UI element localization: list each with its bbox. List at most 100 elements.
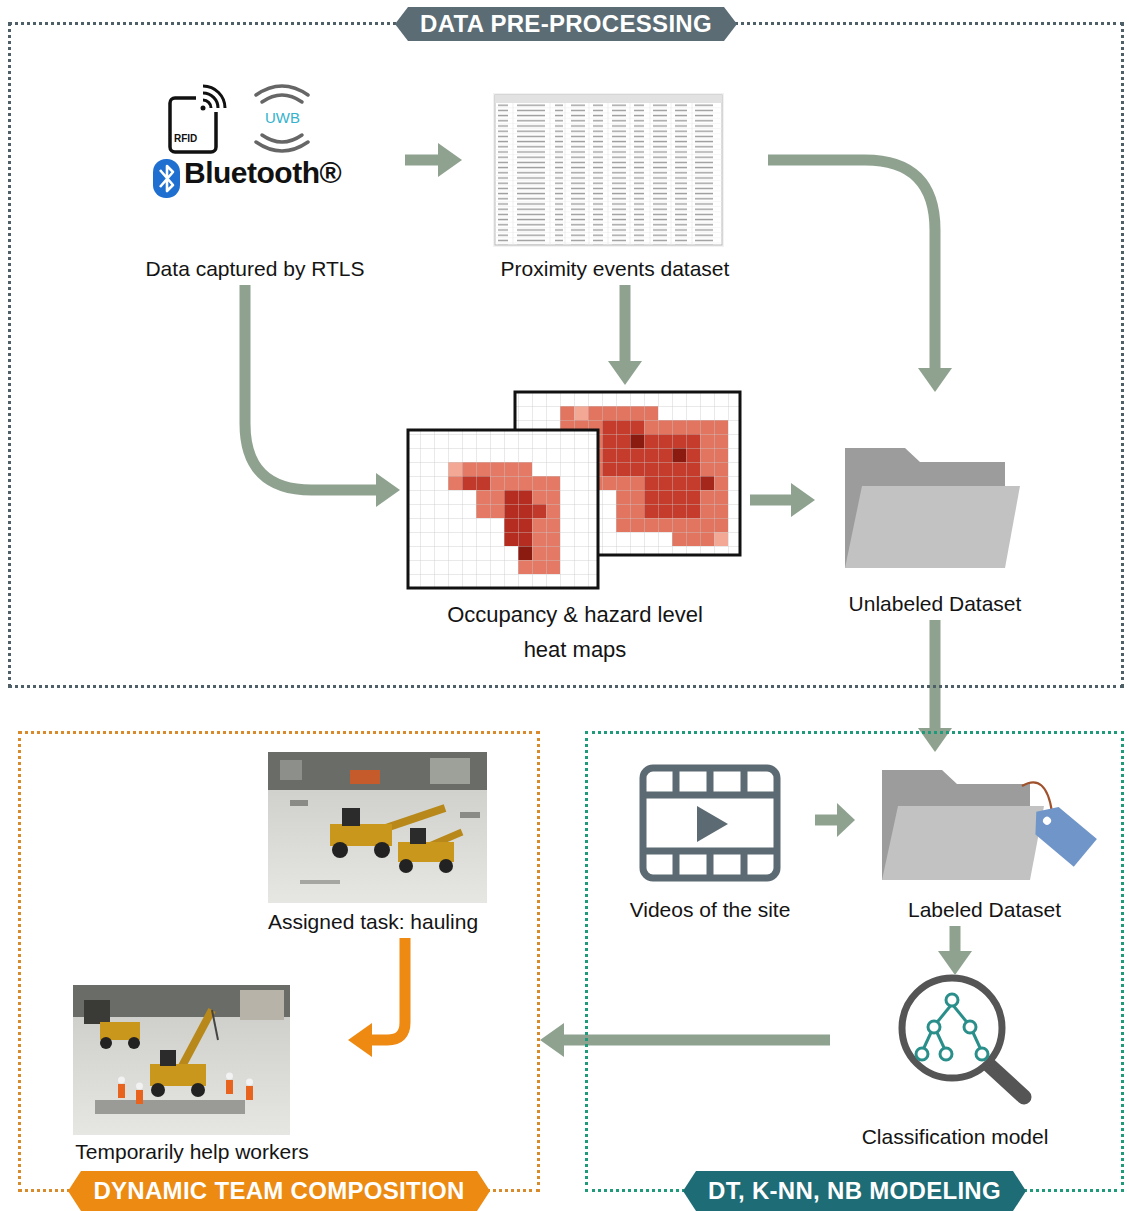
table-thumbnail: [630, 95, 631, 245]
site-photo: [95, 1100, 245, 1114]
node-caption: Classification model: [862, 1124, 1049, 1150]
site-photo: [240, 990, 284, 1020]
site-photo: [136, 1090, 143, 1104]
arrow-line: [245, 285, 378, 490]
tagged-folder-icon: [1025, 798, 1097, 867]
uwb-icon: [256, 86, 308, 95]
flow-arrow: [750, 483, 815, 517]
site-photo: [226, 1073, 233, 1080]
arrow-line: [620, 285, 631, 363]
site-photo: [290, 800, 308, 806]
video-icon: [673, 768, 680, 795]
site-photo: [268, 752, 487, 790]
node-caption: Labeled Dataset: [908, 897, 1061, 923]
flow-arrow: [815, 803, 855, 837]
site-photo: [268, 752, 487, 903]
arrow-line: [815, 815, 839, 826]
node-caption: Proximity events dataset: [501, 256, 730, 282]
uwb-icon: [256, 142, 308, 151]
flow-arrow: [768, 160, 952, 392]
video-icon: [643, 768, 777, 878]
arrow-head: [938, 951, 972, 975]
illustrated-node: Videos of the site: [605, 758, 815, 926]
uwb-icon: [262, 95, 302, 102]
node-caption: Data captured by RTLS: [145, 256, 364, 282]
classifier-icon: [928, 1021, 940, 1033]
rfid-icon: [201, 106, 206, 111]
site-photo: [84, 1000, 110, 1024]
tech-label: UWB: [265, 110, 300, 125]
classifier-icon: [964, 1021, 976, 1033]
table-thumbnail: [589, 95, 590, 245]
site-photo: [212, 1010, 218, 1040]
arrow-head: [438, 143, 462, 177]
bluetooth-logo: [153, 159, 180, 198]
heat-map-front: [408, 430, 598, 588]
video-icon: [673, 851, 680, 878]
node-caption: Occupancy & hazard level heat maps: [433, 597, 718, 667]
video-icon: [741, 851, 748, 878]
section-panel: DYNAMIC TEAM COMPOSITIONAssigned task: h…: [18, 731, 540, 1192]
site-photo: [430, 758, 470, 784]
tagged-folder-icon: [1022, 782, 1052, 812]
site-photo: [410, 828, 426, 844]
video-icon: [741, 768, 748, 795]
tagged-folder-icon: [1041, 815, 1052, 826]
flow-arrow: [608, 285, 642, 385]
bluetooth-logo: [153, 159, 180, 198]
arrow-line: [950, 926, 961, 953]
rfid-icon: [196, 92, 222, 112]
site-photo: [460, 812, 480, 818]
tab-shape: [683, 1171, 1026, 1211]
site-photo: [226, 1080, 233, 1094]
site-photo: [73, 985, 290, 1135]
table-thumbnail: [550, 95, 551, 245]
folder-icon: [845, 486, 1020, 568]
site-photo: [342, 808, 360, 826]
heat-map-front: [408, 430, 598, 588]
site-photo: [136, 1083, 143, 1090]
site-photo: [350, 770, 380, 784]
classifier-icon: [988, 1064, 1024, 1097]
illustrated-node: Occupancy & hazard level heat maps: [400, 385, 750, 670]
site-photo: [332, 842, 348, 858]
site-photo: [191, 1083, 205, 1097]
heat-map-front: [408, 430, 598, 588]
section-panel: DT, K-NN, NB MODELINGVideos of the siteL…: [585, 731, 1124, 1192]
arrow-line: [768, 160, 935, 370]
arrow-head: [608, 361, 642, 385]
arrow-head: [791, 483, 815, 517]
arrow-head: [837, 803, 855, 837]
section-tab: DYNAMIC TEAM COMPOSITION: [68, 1171, 490, 1211]
site-photo: [300, 880, 340, 884]
flow-arrow: [405, 143, 462, 177]
site-photo: [399, 859, 413, 873]
site-photo: [268, 752, 487, 903]
uwb-icon: [256, 86, 308, 151]
table-thumbnail: [495, 95, 722, 245]
tagged-folder-icon: [882, 806, 1044, 880]
table-thumbnail: [692, 95, 693, 245]
tagged-folder-icon: [1025, 798, 1097, 867]
table-thumbnail: [513, 95, 514, 245]
illustrated-node: Proximity events dataset: [462, 90, 768, 285]
table-thumbnail: [513, 95, 692, 245]
arrow-head: [376, 473, 400, 507]
arrow-line: [930, 620, 941, 730]
brand-label: Bluetooth®: [184, 158, 341, 188]
illustrated-node: Assigned task: hauling: [232, 746, 514, 938]
site-photo: [160, 1050, 176, 1066]
arrow-line: [405, 155, 440, 166]
table-thumbnail: [650, 95, 651, 245]
flow-arrow: [938, 926, 972, 975]
classifier-icon: [946, 994, 958, 1006]
table-thumbnail: [608, 95, 609, 245]
node-caption: Assigned task: hauling: [268, 909, 478, 935]
flow-arrow: [540, 1023, 830, 1057]
section-panel: DATA PRE-PROCESSINGData captured by RTLS…: [8, 22, 1124, 688]
node-caption: Temporarily help workers: [75, 1139, 308, 1165]
table-thumbnail: [493, 93, 724, 247]
illustrated-node: Unlabeled Dataset: [815, 392, 1055, 620]
site-photo: [151, 1083, 165, 1097]
rfid-icon: [170, 86, 225, 152]
